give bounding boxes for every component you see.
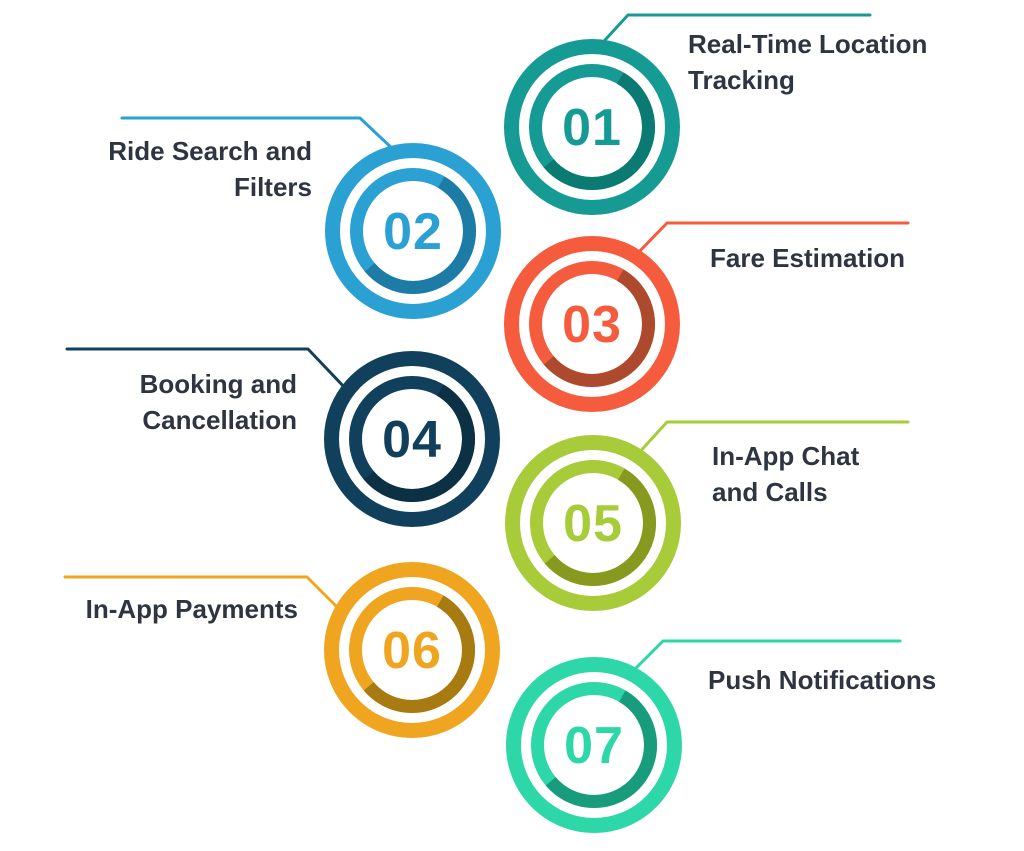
connector-step-04 xyxy=(65,347,349,392)
connector-step-06 xyxy=(63,575,343,613)
label-line: Booking and xyxy=(139,369,297,399)
inner-ring-dark-arc xyxy=(543,269,655,387)
inner-ring-dark-arc xyxy=(363,595,475,713)
step-07-label: Push Notifications xyxy=(708,662,936,698)
step-03-label: Fare Estimation xyxy=(710,240,905,276)
step-02-label: Ride Search and Filters xyxy=(40,133,312,205)
label-line: In-App Payments xyxy=(85,594,298,624)
inner-ring-dark-arc xyxy=(363,384,475,502)
step-04-rings-icon: 04 xyxy=(324,351,500,527)
step-number: 01 xyxy=(562,99,622,157)
step-number: 07 xyxy=(564,717,624,775)
step-02-rings-icon: 02 xyxy=(325,143,501,319)
connector-step-05 xyxy=(635,420,910,457)
step-07-rings-icon: 07 xyxy=(506,657,682,833)
label-line: Ride Search and xyxy=(108,136,312,166)
step-number: 06 xyxy=(382,622,442,680)
inner-ring-dark-arc xyxy=(545,690,657,808)
step-number: 02 xyxy=(383,203,443,261)
outer-ring xyxy=(325,143,501,319)
step-04-label: Booking and Cancellation xyxy=(40,366,297,438)
step-07-badge: 07 xyxy=(506,657,682,833)
outer-ring xyxy=(504,39,680,215)
step-03-badge: 03 xyxy=(504,236,680,412)
label-line: Fare Estimation xyxy=(710,243,906,273)
step-01-label: Real-Time Location Tracking xyxy=(688,26,927,98)
step-02-badge: 02 xyxy=(325,143,501,319)
outer-ring xyxy=(506,657,682,833)
step-01-badge: 01 xyxy=(504,39,680,215)
outer-ring xyxy=(504,236,680,412)
step-04-badge: 04 xyxy=(324,351,500,527)
connector-step-07 xyxy=(631,639,902,673)
step-05-badge: 05 xyxy=(505,435,681,611)
step-number: 03 xyxy=(562,296,622,354)
connector-step-02 xyxy=(120,116,399,155)
inner-ring-dark-arc xyxy=(364,176,476,294)
label-line: Real-Time Location xyxy=(688,29,928,59)
label-line: and Calls xyxy=(712,477,828,507)
label-line: Tracking xyxy=(688,65,795,95)
step-01-rings-icon: 01 xyxy=(504,39,680,215)
inner-ring-dark-arc xyxy=(544,468,656,586)
label-line: Push Notifications xyxy=(708,665,937,695)
step-05-rings-icon: 05 xyxy=(505,435,681,611)
outer-ring xyxy=(505,435,681,611)
step-06-badge: 06 xyxy=(324,562,500,738)
outer-ring xyxy=(324,562,500,738)
label-line: In-App Chat xyxy=(712,441,860,471)
step-03-rings-icon: 03 xyxy=(504,236,680,412)
step-number: 04 xyxy=(382,411,442,469)
connector-step-03 xyxy=(634,221,910,257)
step-05-label: In-App Chat and Calls xyxy=(712,438,859,510)
label-line: Cancellation xyxy=(142,405,297,435)
step-06-rings-icon: 06 xyxy=(324,562,500,738)
step-number: 05 xyxy=(563,495,623,553)
inner-ring-dark-arc xyxy=(543,72,655,190)
step-06-label: In-App Payments xyxy=(40,591,298,627)
label-line: Filters xyxy=(233,172,312,202)
connector-step-01 xyxy=(592,13,872,54)
outer-ring xyxy=(324,351,500,527)
